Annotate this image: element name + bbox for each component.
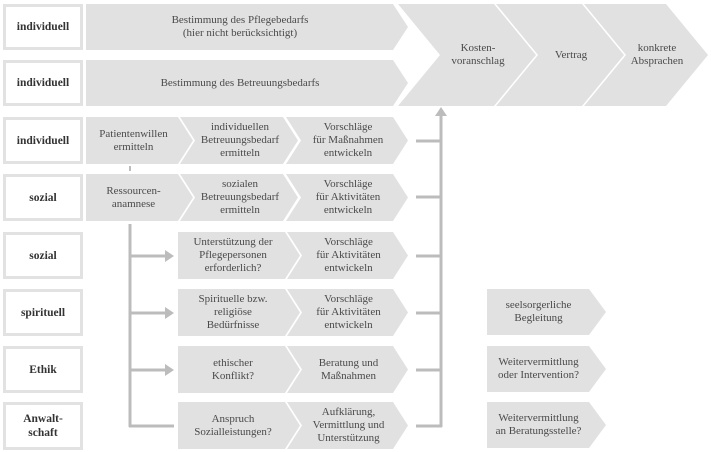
outcome-weitervermittlung-beratungsstelle: Weitervermittlung an Beratungsstelle? (487, 402, 606, 448)
step-beratung-massnahmen: Beratung und Maßnahmen (287, 346, 408, 393)
step-aufklaerung-vermittlung: Aufklärung, Vermittlung und Unterstützun… (287, 402, 408, 449)
category-label: sozial (3, 174, 83, 221)
arrow-right-icon (165, 364, 174, 376)
category-label: sozial (3, 232, 83, 279)
arrow-right-icon (165, 250, 174, 262)
step-ethischer-konflikt: ethischer Konflikt? (178, 346, 300, 393)
step-individueller-betreuungsbedarf: individuellen Betreuungsbedarf ermitteln (180, 117, 298, 164)
step-sozialer-betreuungsbedarf: sozialen Betreuungsbedarf ermitteln (180, 174, 298, 221)
step-bestimmung-pflegebedarf: Bestimmung des Pflegebedarfs (hier nicht… (86, 4, 408, 50)
category-label: individuell (3, 4, 83, 50)
step-patientenwillen: Patientenwillen ermitteln (86, 117, 193, 164)
step-vorschlaege-aktivitaeten: Vorschläge für Aktivitäten entwickeln (287, 289, 408, 336)
step-vorschlaege-massnahmen: Vorschläge für Maßnahmen entwickeln (286, 117, 408, 164)
step-anspruch-sozialleistungen: Anspruch Sozialleistungen? (178, 402, 300, 449)
step-unterstuetzung-pflegepersonen: Unterstützung der Pflegepersonen erforde… (178, 232, 300, 279)
step-spirituelle-beduerfnisse: Spirituelle bzw. religiöse Bedürfnisse (178, 289, 300, 336)
step-bestimmung-betreuungsbedarf: Bestimmung des Betreuungsbedarfs (86, 60, 408, 106)
category-label: Ethik (3, 346, 83, 393)
step-vorschlaege-aktivitaeten: Vorschläge für Aktivitäten entwickeln (287, 232, 408, 279)
arrow-up-icon (435, 107, 447, 116)
category-label: individuell (3, 60, 83, 106)
category-label: individuell (3, 117, 83, 164)
step-vorschlaege-aktivitaeten: Vorschläge für Aktivitäten entwickeln (286, 174, 408, 221)
step-ressourcenanamnese: Ressourcen- anamnese (86, 174, 193, 221)
outcome-weitervermittlung-intervention: Weitervermittlung oder Intervention? (487, 346, 606, 392)
category-label: Anwalt- schaft (3, 402, 83, 450)
arrow-right-icon (165, 307, 174, 319)
outcome-seelsorgerliche-begleitung: seelsorgerliche Begleitung (487, 289, 606, 335)
category-label: spirituell (3, 289, 83, 336)
